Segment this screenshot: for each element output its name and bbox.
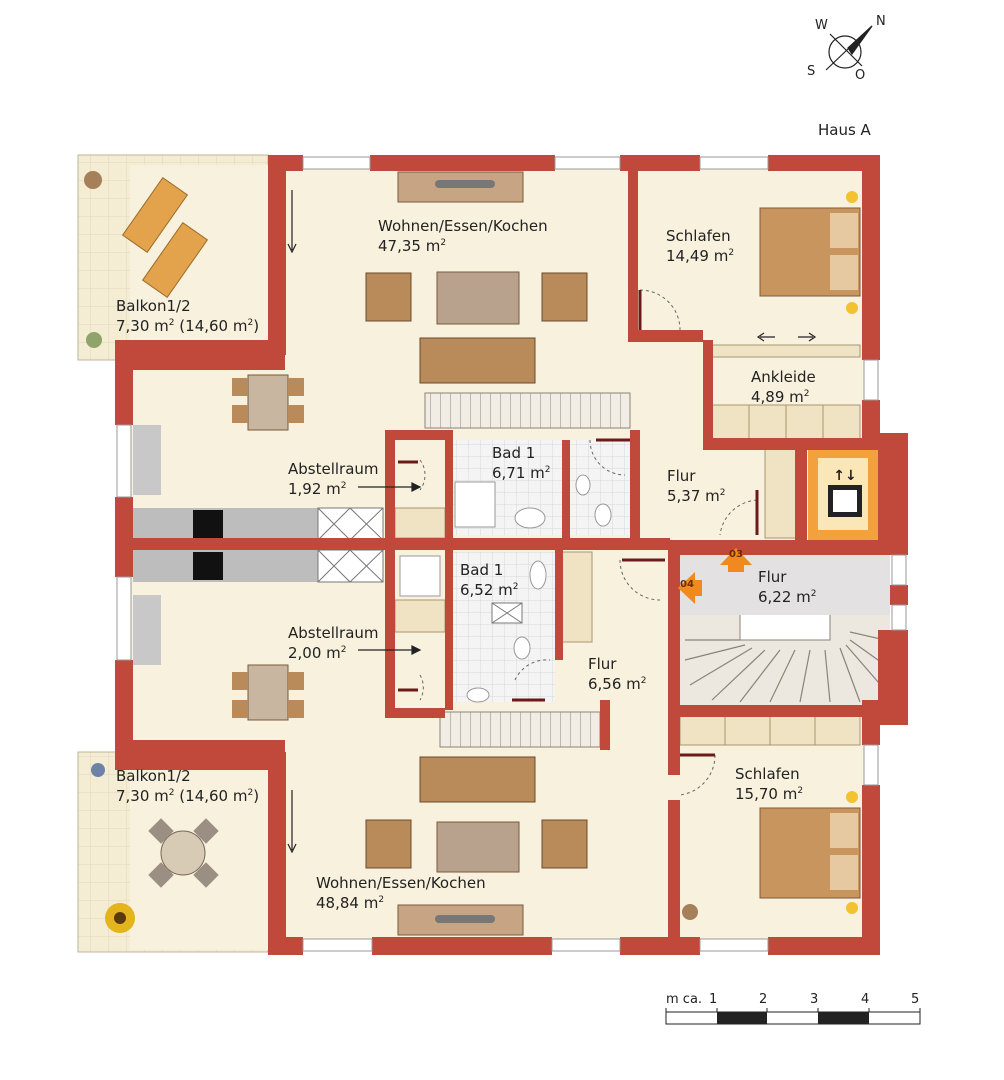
compass-n: N: [876, 14, 886, 29]
room-name: Schlafen: [735, 765, 800, 783]
bed-top: [759, 191, 861, 314]
room-area: 47,35 m2: [378, 237, 447, 255]
scale-tick-1: 1: [709, 992, 718, 1007]
room-flur-1: Flur 5,37 m2: [667, 466, 726, 506]
room-area: 6,22 m2: [758, 588, 817, 606]
room-name: Balkon1/2: [116, 767, 191, 785]
room-area: 6,71 m2: [492, 464, 551, 482]
svg-text:↑↓: ↑↓: [833, 468, 856, 484]
room-name: Schlafen: [666, 227, 731, 245]
furniture-living-top: [232, 171, 588, 431]
door-leaves: [398, 290, 759, 757]
scale-prefix: m ca.: [666, 992, 703, 1007]
room-flur-2: Flur 6,22 m2: [758, 567, 817, 607]
room-area: 1,92 m2: [288, 480, 347, 498]
room-area: 14,49 m2: [666, 247, 735, 265]
stairs-top: [424, 392, 631, 429]
shelf-units: [394, 447, 798, 643]
kitchen-counter-bottom: [133, 549, 384, 665]
room-name: Balkon1/2: [116, 297, 191, 315]
house-label: Haus A: [818, 121, 871, 139]
room-name: Bad 1: [460, 561, 504, 579]
room-name: Wohnen/Essen/Kochen: [378, 217, 548, 235]
door-swings: [419, 289, 758, 796]
room-abstellraum-bottom: Abstellraum 2,00 m2: [288, 623, 379, 663]
stairs-bottom: [439, 711, 601, 748]
label-arrows: [358, 482, 422, 655]
balcony-loungers: [84, 171, 209, 348]
room-name: Flur: [758, 568, 787, 586]
room-name: Wohnen/Essen/Kochen: [316, 874, 486, 892]
balcony-table: [91, 763, 698, 933]
scale-tick-5: 5: [911, 992, 920, 1007]
room-bad-bottom: Bad 1 6,52 m2: [460, 560, 519, 600]
bathroom-bottom: [399, 552, 555, 703]
room-schlafen-bottom: Schlafen 15,70 m2: [735, 764, 803, 804]
room-area: 7,30 m2 (14,60 m2): [116, 317, 260, 335]
kitchen-counter-top: [133, 425, 384, 541]
scale-tick-2: 2: [759, 992, 768, 1007]
room-name: Bad 1: [492, 444, 536, 462]
room-area: 6,56 m2: [588, 675, 647, 693]
room-name: Flur: [667, 467, 696, 485]
scale-tick-4: 4: [861, 992, 870, 1007]
room-area: 6,52 m2: [460, 581, 519, 599]
room-area: 15,70 m2: [735, 785, 804, 803]
walls: [115, 155, 908, 955]
compass-w: W: [815, 18, 828, 33]
windows: [116, 156, 907, 952]
compass-icon: [825, 25, 873, 71]
landing: [668, 555, 890, 615]
lift: ↑↓: [808, 448, 878, 540]
compass-o: O: [855, 68, 866, 83]
room-abstellraum-top: Abstellraum 1,92 m2: [288, 459, 379, 499]
bathroom-top: [450, 440, 630, 535]
balcony-door-arrows: [287, 190, 817, 854]
bed-bottom: [759, 791, 861, 914]
room-flur-3: Flur 6,56 m2: [588, 654, 647, 694]
room-area: 7,30 m2 (14,60 m2): [116, 787, 260, 805]
marker-04-label: 04: [680, 579, 694, 590]
compass-s: S: [807, 64, 816, 79]
scale-tick-3: 3: [810, 992, 819, 1007]
stairwell: [680, 615, 890, 705]
room-area: 48,84 m2: [316, 894, 385, 912]
marker-03-label: 03: [729, 549, 743, 560]
room-ankleide: Ankleide 4,89 m2: [751, 367, 816, 407]
room-name: Flur: [588, 655, 617, 673]
route-marker-04: [678, 572, 702, 604]
room-balkon-top: Balkon1/2 7,30 m2 (14,60 m2): [116, 296, 259, 336]
room-schlafen-top: Schlafen 14,49 m2: [666, 226, 734, 266]
room-balkon-bottom: Balkon1/2 7,30 m2 (14,60 m2): [116, 766, 259, 806]
room-wohnen-top: Wohnen/Essen/Kochen 47,35 m2: [378, 216, 548, 256]
scale-bar: [665, 1008, 921, 1025]
room-name: Abstellraum: [288, 460, 379, 478]
ankleide-shelves: [711, 344, 861, 441]
route-marker-03: [720, 548, 752, 572]
room-area: 5,37 m2: [667, 487, 726, 505]
room-area: 2,00 m2: [288, 644, 347, 662]
furniture-living-bottom: [232, 664, 588, 936]
room-bad-top: Bad 1 6,71 m2: [492, 443, 551, 483]
closet-bottom: [679, 714, 861, 746]
room-area: 4,89 m2: [751, 388, 810, 406]
room-wohnen-bottom: Wohnen/Essen/Kochen 48,84 m2: [316, 873, 486, 913]
room-name: Ankleide: [751, 368, 816, 386]
room-name: Abstellraum: [288, 624, 379, 642]
